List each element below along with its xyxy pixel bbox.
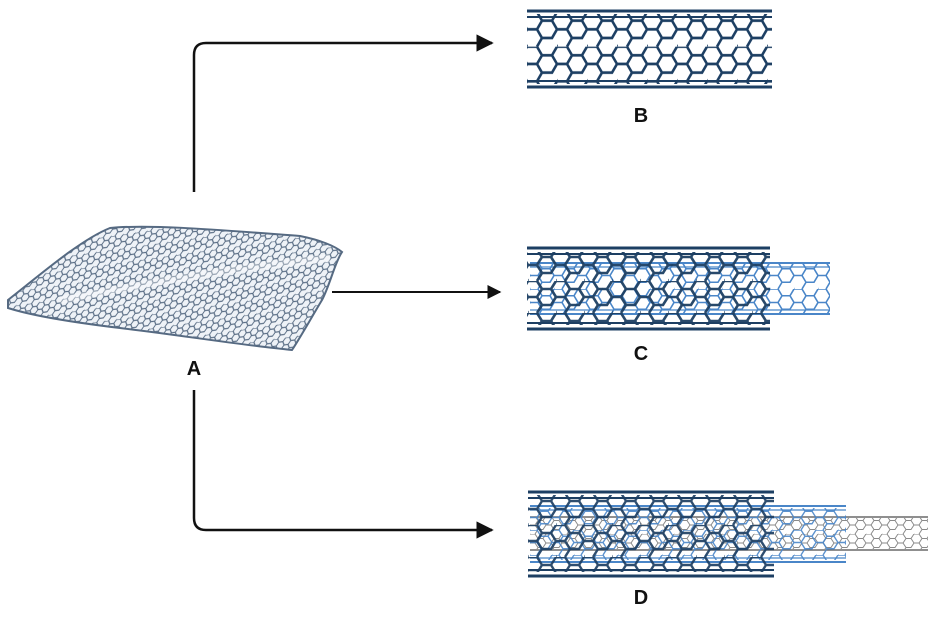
label-d: D: [634, 587, 648, 609]
outer-tube: [527, 246, 770, 331]
arrow-to-d: [192, 390, 494, 539]
multi-wall-nanotube: [528, 490, 928, 578]
single-wall-nanotube: [527, 9, 772, 89]
label-b: B: [634, 105, 648, 127]
double-wall-nanotube: [527, 246, 830, 331]
outer-tube: [528, 490, 774, 578]
label-a: A: [187, 358, 201, 380]
arrow-to-b: [192, 34, 494, 192]
label-c: C: [634, 343, 648, 365]
graphene-sheet: [7, 225, 344, 352]
